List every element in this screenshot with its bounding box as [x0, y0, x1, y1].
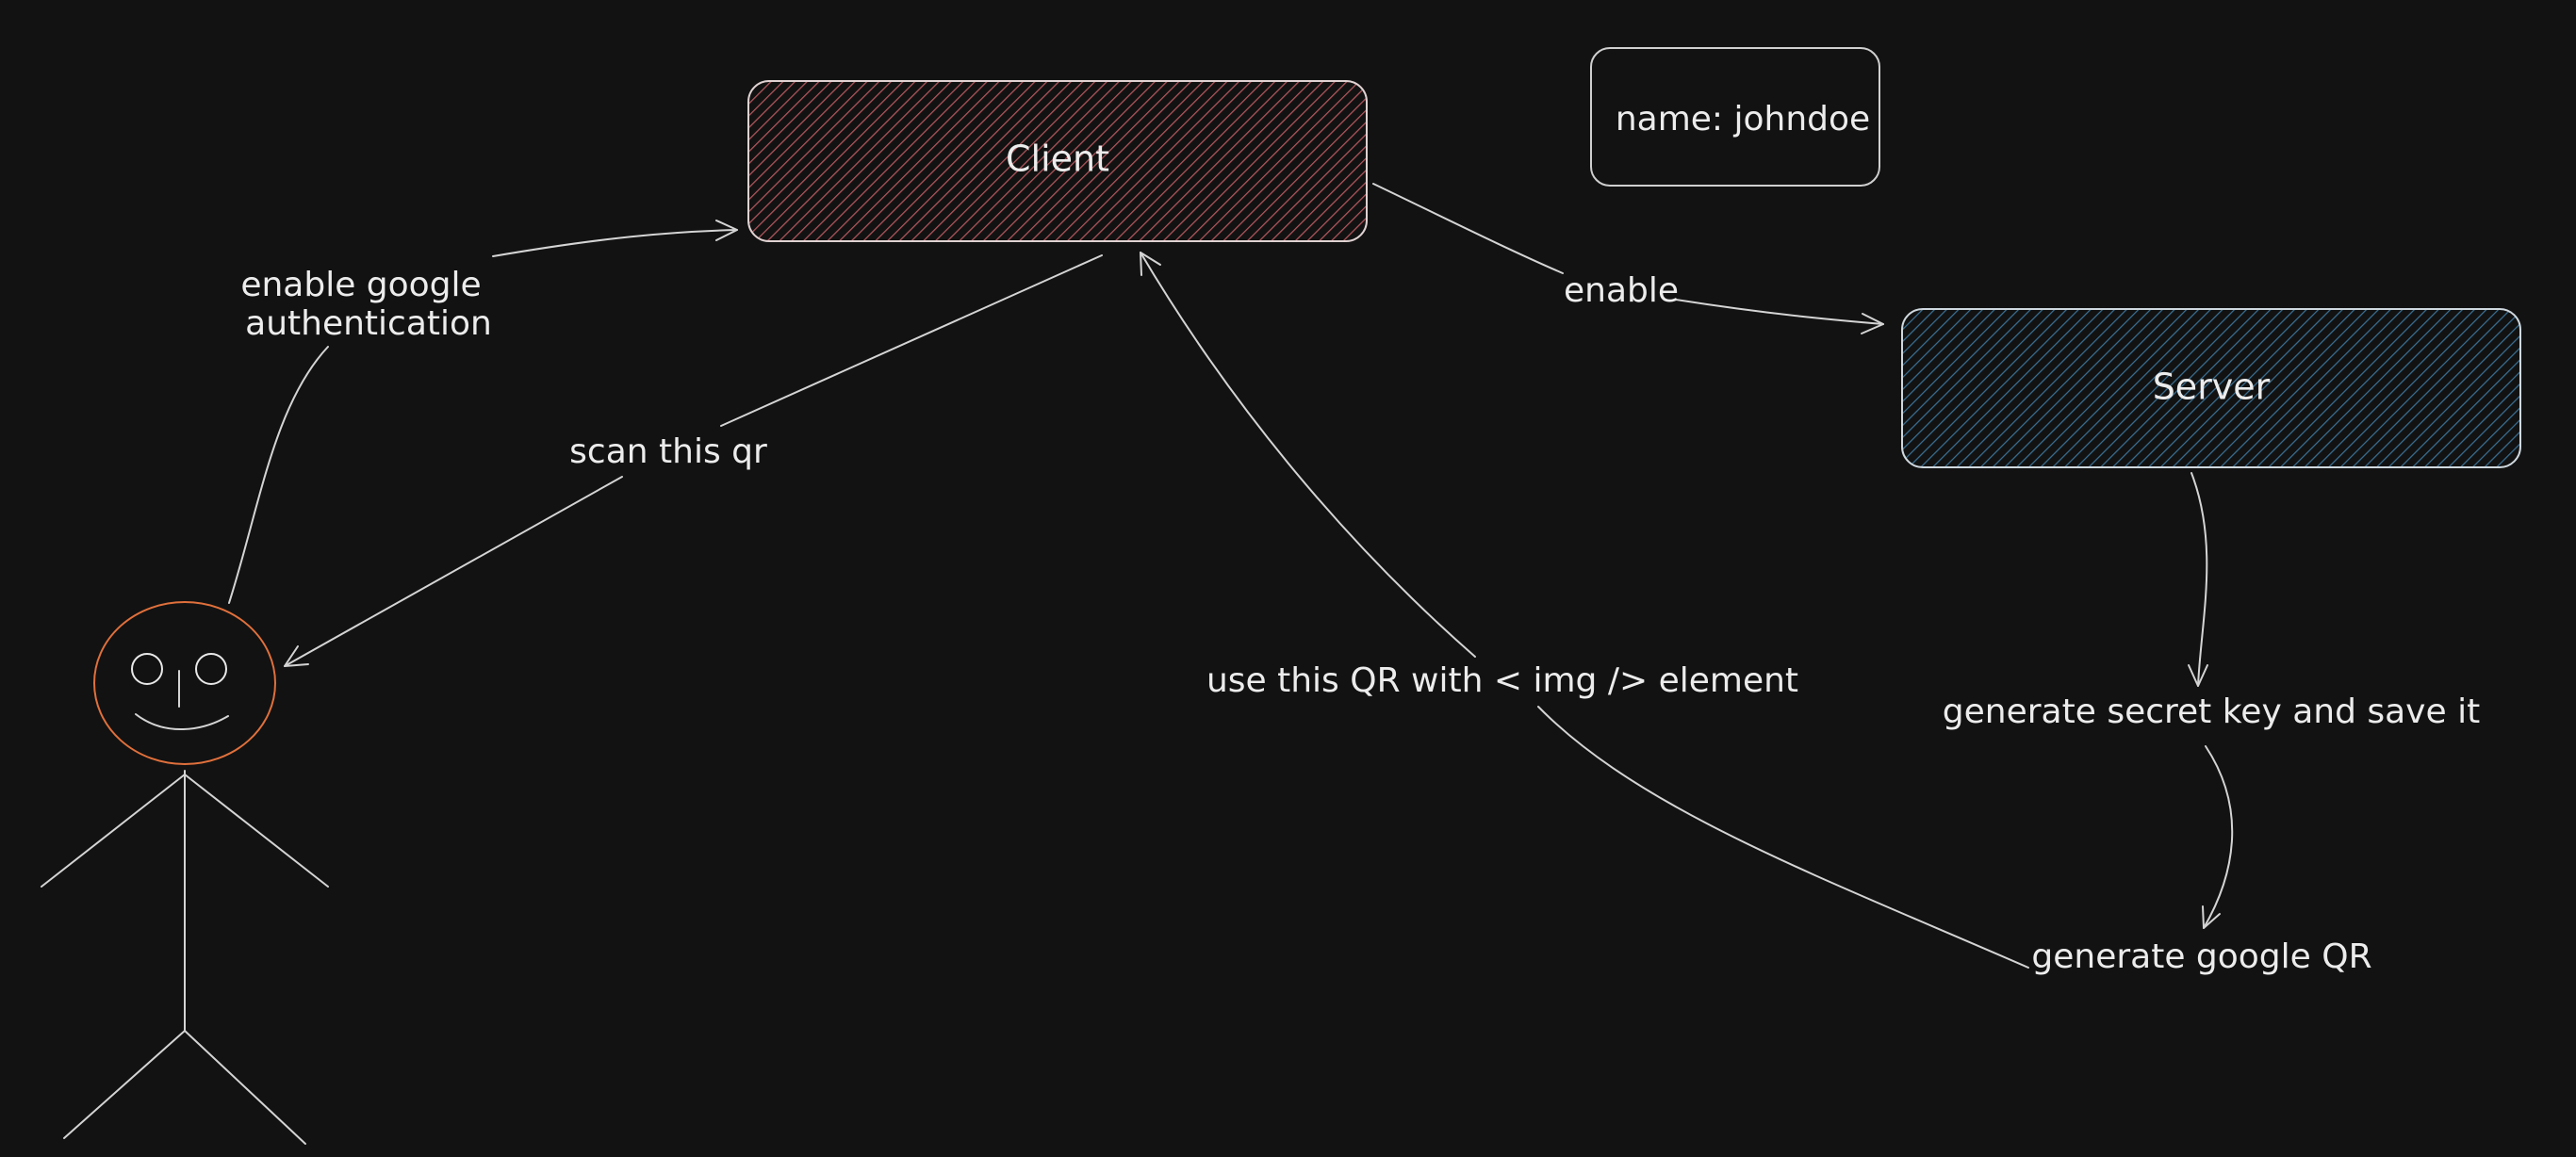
edge-line	[284, 476, 623, 667]
edge-scan-qr[interactable]: scan this qr	[284, 254, 1103, 667]
edge-line	[228, 346, 329, 604]
edge-label: authentication	[245, 304, 492, 343]
edge-line	[1140, 252, 1476, 658]
person-right-eye	[195, 653, 227, 685]
client-node[interactable]: Client	[747, 80, 1368, 242]
arrowhead-icon	[1861, 313, 1884, 334]
edge-label: scan this qr	[569, 432, 767, 471]
person-figure[interactable]	[41, 601, 329, 1145]
arrowhead-icon	[2202, 905, 2221, 929]
edge-line	[1537, 706, 2029, 969]
server-label: Server	[2153, 367, 2271, 408]
edge-label: enable google	[240, 266, 481, 304]
edge-line	[2203, 745, 2234, 929]
user-name-note[interactable]: name: johndoe	[1590, 47, 1880, 187]
user-name-label: name: johndoe	[1616, 100, 1870, 139]
edge-line	[720, 254, 1103, 427]
edge-line	[1372, 183, 1564, 274]
edge-secret-to-qr	[2202, 745, 2234, 929]
person-right-leg	[184, 1030, 306, 1145]
person-right-arm	[184, 774, 329, 888]
person-mouth	[135, 713, 229, 731]
generate-secret-label[interactable]: generate secret key and save it	[1943, 693, 2480, 731]
edge-line	[1675, 299, 1884, 325]
arrowhead-icon	[284, 645, 309, 667]
client-label: Client	[1006, 139, 1109, 180]
server-box	[1901, 308, 2521, 468]
edge-use-qr[interactable]: use this QR with < img /> element	[1140, 252, 2029, 969]
user-name-box	[1590, 47, 1880, 187]
person-left-leg	[63, 1030, 186, 1139]
arrowhead-icon	[2188, 664, 2208, 687]
edge-line	[492, 229, 738, 257]
person-head	[93, 601, 276, 765]
arrowhead-icon	[1140, 252, 1161, 276]
edge-label: use this QR with < img /> element	[1206, 661, 1798, 700]
generate-qr-label[interactable]: generate google QR	[2031, 937, 2371, 976]
arrowhead-icon	[715, 220, 738, 241]
edge-enable[interactable]: enable	[1372, 183, 1884, 334]
edge-enable-google-auth[interactable]: enable google authentication	[228, 220, 738, 604]
edge-label: enable	[1564, 271, 1679, 310]
server-node[interactable]: Server	[1901, 308, 2521, 468]
person-left-arm	[41, 774, 186, 888]
edge-line	[2190, 472, 2208, 687]
person-left-eye	[131, 653, 163, 685]
client-box	[747, 80, 1368, 242]
edge-server-to-secret	[2188, 472, 2208, 687]
